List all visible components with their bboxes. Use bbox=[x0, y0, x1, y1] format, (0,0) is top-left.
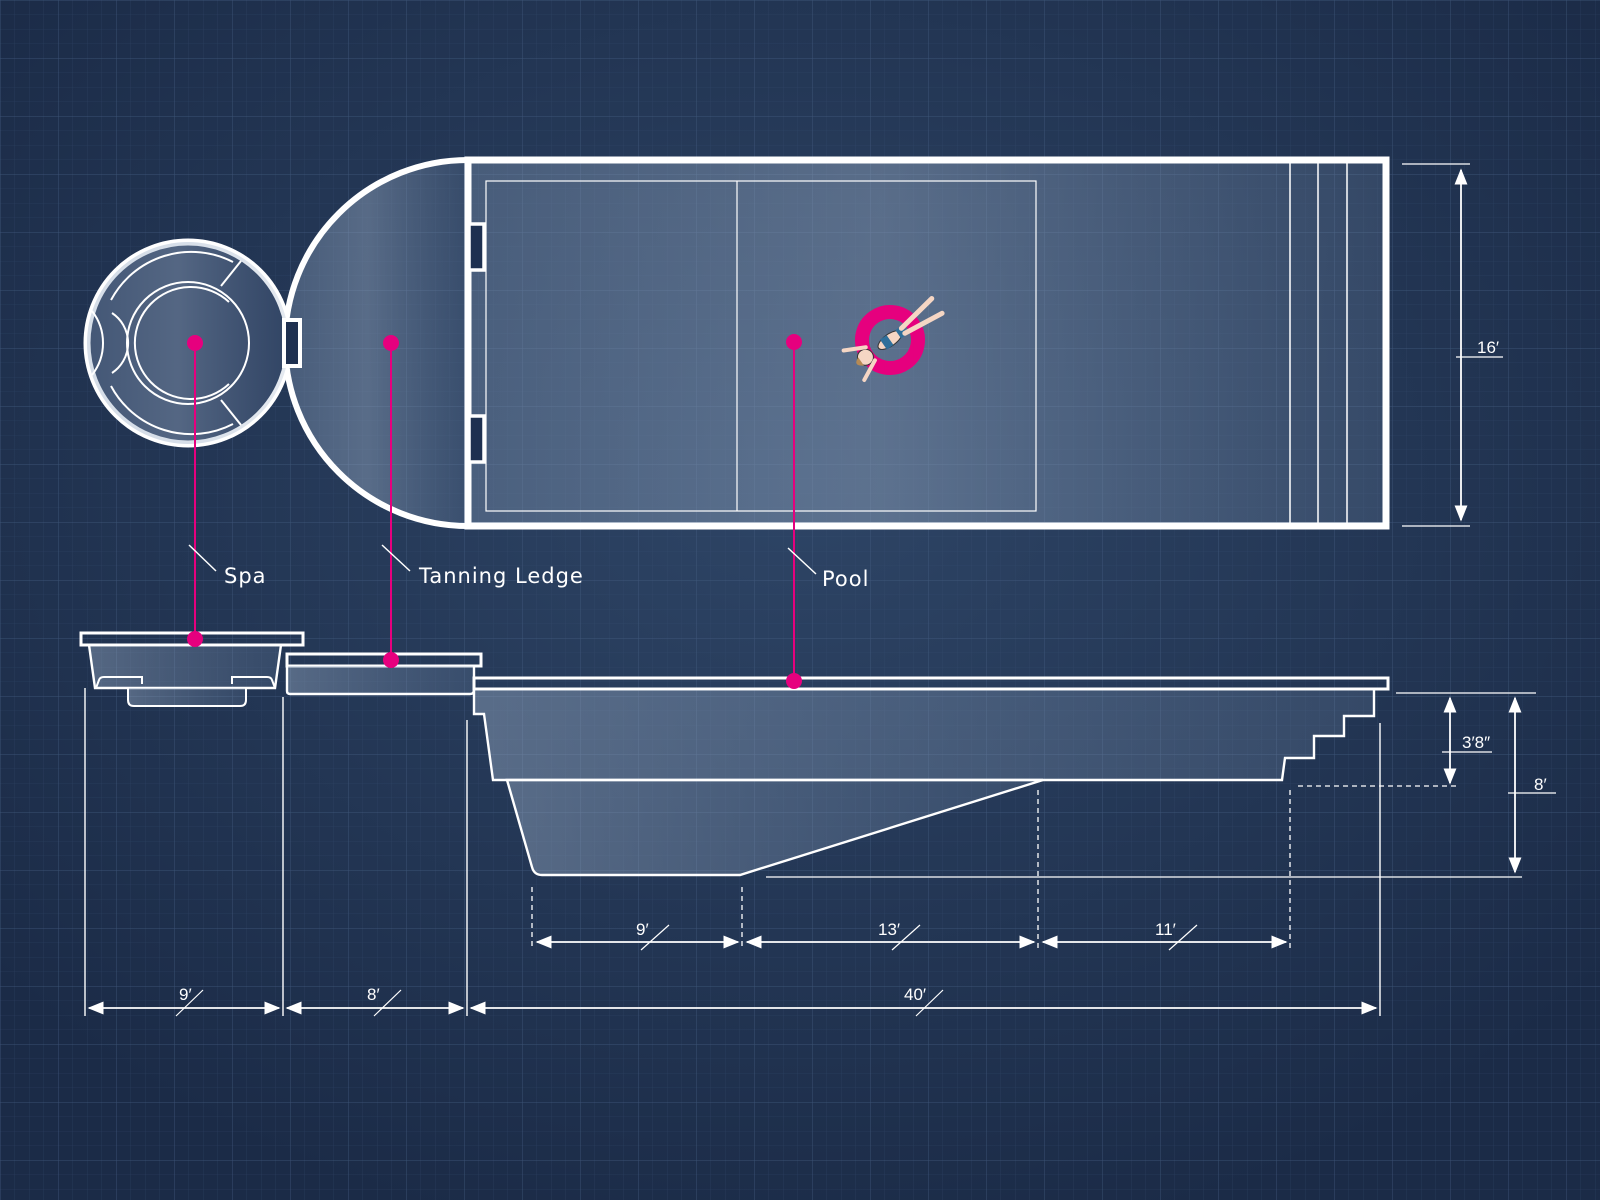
dim-deep-flat: 9′ bbox=[636, 920, 649, 939]
dim-shallow-run: 11′ bbox=[1155, 920, 1176, 939]
spa-section-marker bbox=[187, 631, 203, 647]
label-spa: Spa bbox=[224, 564, 267, 588]
wall-notch bbox=[467, 222, 486, 272]
ledge-marker bbox=[383, 335, 399, 351]
spa-seat-arc bbox=[110, 385, 234, 436]
dim-shallow-depth: 3′8″ bbox=[1462, 733, 1490, 752]
dim-pool-length: 40′ bbox=[904, 985, 926, 1004]
label-pool: Pool bbox=[822, 567, 869, 591]
spa-section bbox=[87, 643, 283, 690]
leaders bbox=[194, 342, 795, 681]
pool-plan bbox=[464, 156, 1390, 530]
section-view bbox=[79, 631, 1390, 877]
dim-pool-width: 16′ bbox=[1477, 338, 1499, 357]
pool-deep-section bbox=[505, 778, 1044, 877]
label-tanning-ledge: Tanning Ledge bbox=[418, 564, 584, 588]
pool-marker bbox=[786, 334, 802, 350]
ledge-section bbox=[285, 666, 476, 696]
pool-section-marker bbox=[786, 673, 802, 689]
deep-zone-outline bbox=[485, 180, 1037, 512]
swimmer-float-icon bbox=[841, 296, 945, 382]
spillway bbox=[282, 318, 302, 368]
spa-seat-arc bbox=[110, 250, 234, 301]
callout-ticks bbox=[188, 544, 817, 575]
dim-ledge-length: 8′ bbox=[367, 985, 380, 1004]
dim-slope: 13′ bbox=[878, 920, 900, 939]
pool-shallow-section bbox=[472, 687, 1376, 782]
spa-marker bbox=[187, 335, 203, 351]
dimension-lines bbox=[84, 163, 1556, 1017]
dim-spa-length: 9′ bbox=[179, 985, 192, 1004]
markers bbox=[187, 334, 802, 689]
spa-inner-circle bbox=[126, 281, 250, 405]
wall-notch bbox=[467, 414, 486, 464]
dim-deep-depth: 8′ bbox=[1534, 775, 1547, 794]
ledge-section-marker bbox=[383, 652, 399, 668]
